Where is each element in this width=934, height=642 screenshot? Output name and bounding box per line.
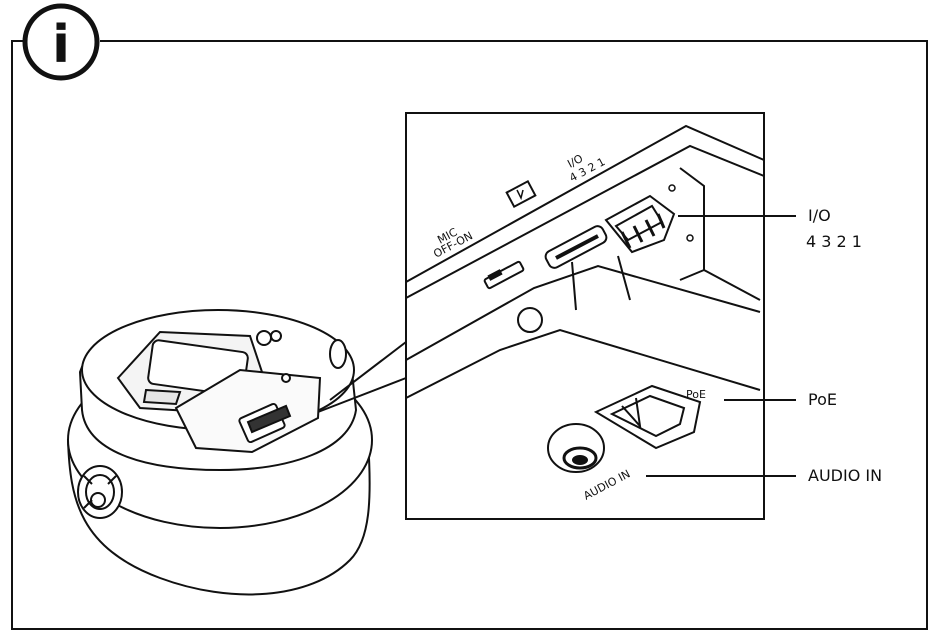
zoom-inset: MIC OFF-ON I/O 4 3 2 1 PoE AUDIO IN xyxy=(405,112,765,520)
camera-cable-gland xyxy=(77,465,123,519)
zoom-line-lower xyxy=(317,377,407,413)
info-icon-glyph: i xyxy=(52,15,70,75)
callout-io-pins: 4 3 2 1 xyxy=(806,232,862,251)
callout-audio-in: AUDIO IN xyxy=(808,466,883,485)
sd-card-icon xyxy=(505,179,537,209)
mic-button xyxy=(517,307,543,333)
device-label-poe: PoE xyxy=(686,388,706,401)
audio-jack xyxy=(547,423,605,473)
callout-poe: PoE xyxy=(808,390,837,409)
mic-switch xyxy=(483,260,525,290)
io-connector xyxy=(604,194,676,254)
outer-frame xyxy=(11,40,928,630)
sd-card-slot xyxy=(544,225,608,269)
poe-port xyxy=(593,384,702,450)
camera-dome xyxy=(66,309,373,596)
camera-connector-bay xyxy=(174,368,322,454)
info-icon: i xyxy=(22,3,100,81)
callout-io: I/O xyxy=(808,206,831,225)
zoom-line-upper xyxy=(329,341,407,401)
